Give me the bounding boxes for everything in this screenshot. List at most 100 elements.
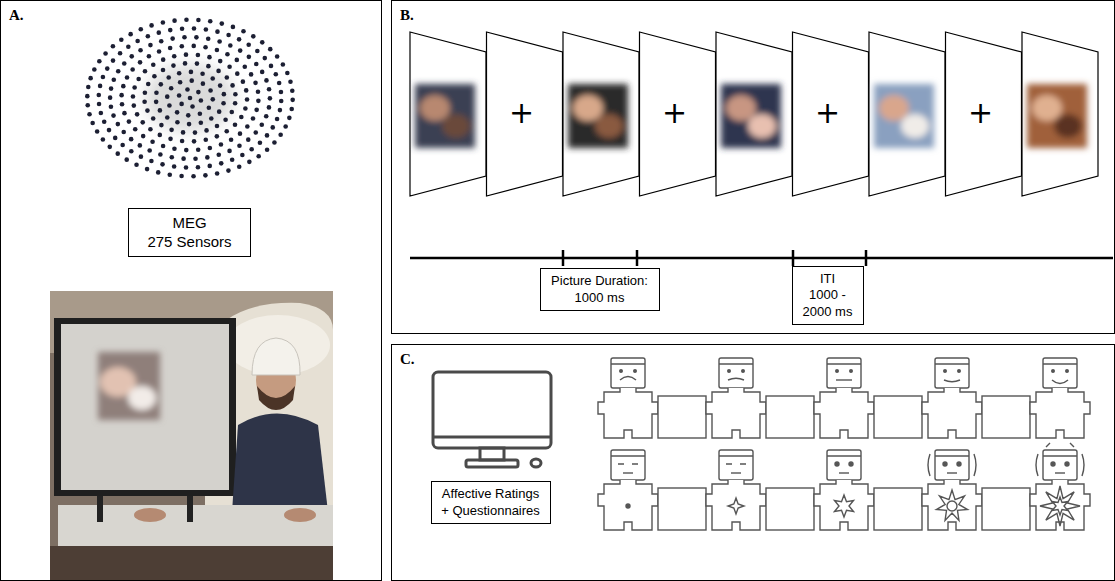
valence-manikin — [598, 358, 706, 438]
sensor-dot — [184, 148, 189, 153]
sensor-dot — [88, 76, 93, 81]
sensor-dot — [203, 45, 208, 50]
valence-manikin — [1043, 363, 1077, 364]
arousal-manikin — [1036, 454, 1084, 476]
blurred-picture — [415, 84, 475, 148]
sensor-dot — [126, 44, 131, 49]
stimulus-frame — [869, 32, 945, 196]
fixation-cross: + — [509, 98, 534, 128]
valence-manikin — [598, 388, 658, 438]
sensor-dot — [102, 119, 107, 124]
sensor-dot — [235, 71, 240, 76]
meg-photo — [100, 496, 190, 522]
sensor-dot — [132, 103, 137, 108]
sensor-dot — [206, 64, 211, 69]
sensor-dot — [237, 37, 242, 42]
sensor-dot — [279, 90, 284, 95]
sensor-dot — [103, 51, 108, 56]
arousal-manikin — [947, 472, 957, 473]
sensor-dot — [169, 128, 174, 133]
arousal-manikin — [1046, 443, 1074, 447]
sensor-dot — [189, 70, 194, 75]
arousal-manikin — [598, 450, 706, 530]
sensor-dot — [240, 153, 245, 158]
panel: C. Affective Ratings + Questionnaires — [391, 344, 1115, 581]
stimulus-frame — [487, 32, 563, 196]
sensor-dot — [119, 93, 124, 98]
sensor-dot — [129, 54, 134, 59]
sensor-dot — [169, 155, 174, 160]
sensor-dot — [111, 58, 116, 63]
sensor-dot — [120, 102, 125, 107]
valence-manikin — [719, 358, 753, 388]
sensor-dot — [159, 82, 164, 87]
sensor-dot — [264, 78, 269, 83]
sensor-dot — [241, 79, 246, 84]
arousal-manikin — [935, 450, 969, 480]
sensor-dot — [267, 105, 272, 110]
arousal-manikin — [1065, 462, 1069, 466]
arousal-manikin — [957, 462, 961, 466]
sensor-dot — [254, 108, 259, 113]
valence-manikin — [836, 379, 852, 380]
sensor-dot — [161, 57, 166, 62]
sensor-dot — [111, 77, 116, 82]
sensor-dot — [245, 124, 250, 129]
sensor-dot — [97, 59, 102, 64]
timing-box: ITI1000 - 2000 ms — [792, 266, 864, 325]
sensor-dot — [247, 160, 252, 165]
sensor-dot — [288, 79, 293, 84]
stimulus-frame — [1022, 32, 1098, 196]
sensor-array — [85, 17, 295, 178]
computer-icon — [480, 448, 504, 460]
sensor-dot — [87, 112, 92, 117]
sensor-dot — [215, 171, 220, 176]
sensor-dot — [143, 90, 148, 95]
arousal-manikin — [618, 463, 638, 464]
stimulus-frame — [716, 32, 792, 196]
sensor-dot — [207, 106, 212, 111]
sensor-dot — [149, 159, 154, 164]
sensor-dot — [256, 89, 261, 94]
sensor-dot — [249, 72, 254, 77]
timeline — [410, 250, 1113, 266]
sensor-dot — [85, 103, 90, 108]
arousal-manikin — [1030, 480, 1090, 530]
sensor-dot — [249, 147, 254, 152]
arousal-manikin — [814, 480, 874, 530]
sensor-dot — [268, 96, 273, 101]
sensor-dot — [138, 27, 143, 32]
arousal-manikin — [1040, 486, 1080, 526]
blurred-picture — [568, 84, 628, 148]
timeline — [562, 250, 565, 266]
box-text: 275 Sensors — [147, 233, 231, 252]
panel-letter: C. — [392, 345, 415, 368]
blurred-picture — [573, 95, 603, 121]
sensor-dot — [259, 122, 264, 127]
sensor-dot — [196, 90, 201, 95]
sensor-dot — [204, 128, 209, 133]
arousal-manikin — [935, 455, 969, 456]
valence-manikin — [814, 358, 922, 438]
sensor-dot — [188, 96, 193, 101]
sensor-dot — [260, 40, 265, 45]
sensor-dot — [237, 164, 242, 169]
rating-box — [766, 396, 814, 438]
sensor-dot — [206, 36, 211, 41]
rating-box — [874, 488, 922, 530]
sensor-dot — [191, 174, 196, 179]
sensor-dot — [121, 84, 126, 89]
sensor-dot — [264, 114, 269, 119]
sensor-dot — [101, 137, 106, 142]
valence-manikin — [1030, 388, 1090, 438]
sensor-dot — [208, 19, 213, 24]
label-box: Affective Ratings + Questionnaires — [431, 481, 551, 524]
arousal-manikin — [598, 480, 658, 530]
blurred-picture — [420, 95, 450, 121]
rating-box — [766, 488, 814, 530]
sensor-dot — [161, 68, 166, 73]
meg-photo — [50, 291, 333, 581]
sensor-dot — [226, 33, 231, 38]
arousal-manikin — [922, 450, 1030, 530]
sensor-dot — [148, 127, 153, 132]
